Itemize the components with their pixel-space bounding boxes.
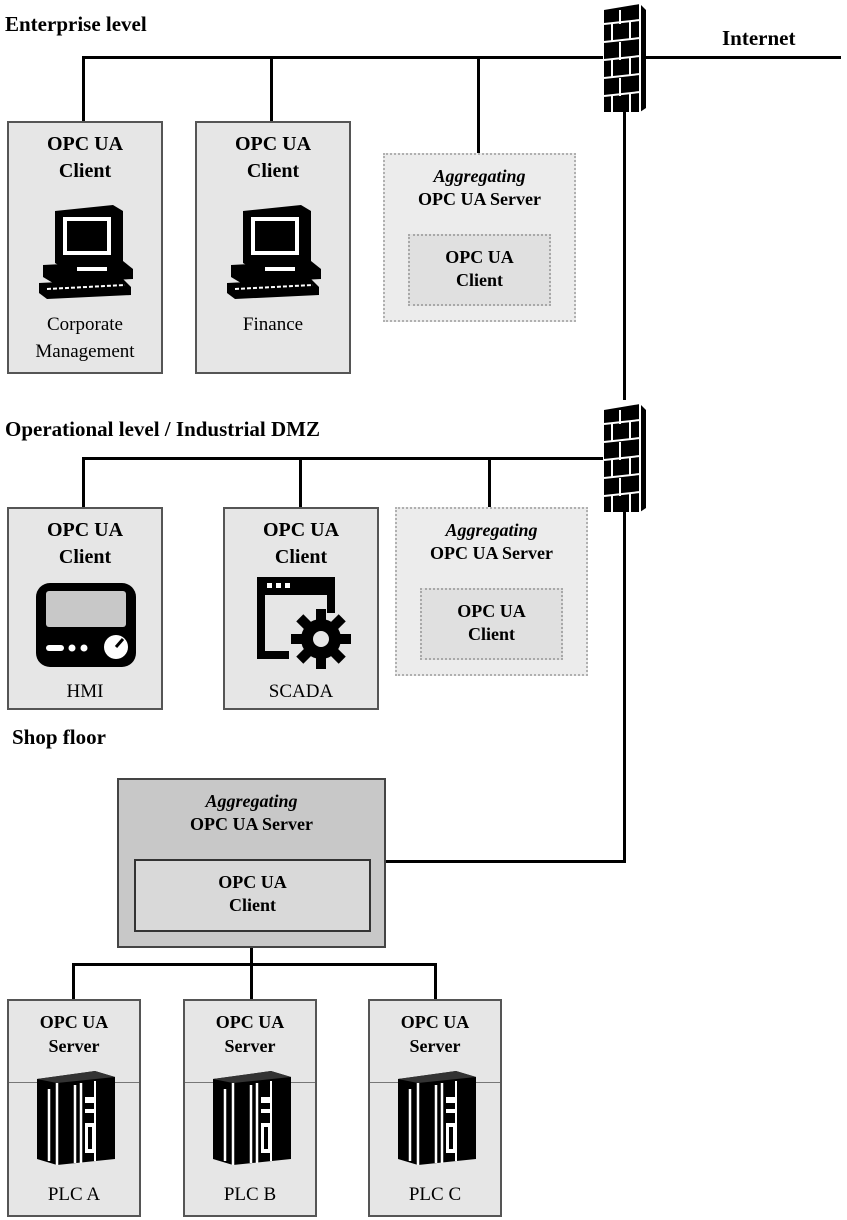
inner-client-title: Client	[456, 270, 503, 290]
desktop-computer-icon	[39, 205, 133, 299]
client-title: Client	[58, 546, 112, 568]
connector-line	[434, 963, 437, 1001]
opc-ua-client-finance[interactable]: OPC UA Client Finance	[195, 121, 351, 374]
client-title: OPC UA	[46, 133, 124, 155]
internet-label: Internet	[722, 26, 796, 50]
client-title: Client	[246, 160, 300, 182]
aggregator-title: OPC UA Server	[190, 814, 313, 834]
server-title: OPC UA	[215, 1012, 285, 1032]
operational-level-label: Operational level / Industrial DMZ	[5, 417, 320, 441]
enterprise-level-label: Enterprise level	[5, 12, 147, 36]
connector-line	[72, 963, 75, 1001]
connector-line	[250, 946, 253, 965]
server-title: OPC UA	[400, 1012, 470, 1032]
client-title: OPC UA	[46, 519, 124, 541]
client-label: Corporate	[47, 314, 123, 335]
client-title: OPC UA	[234, 133, 312, 155]
connector-line	[477, 56, 480, 154]
opc-ua-server-plc-a[interactable]: OPC UA Server PLC A	[7, 999, 141, 1217]
shop-floor-label: Shop floor	[12, 725, 106, 749]
client-label: SCADA	[268, 681, 334, 702]
aggregator-title: OPC UA Server	[418, 189, 541, 209]
connector-line	[299, 457, 302, 508]
aggregating-opc-ua-server-shop-floor[interactable]: Aggregating OPC UA Server OPC UA Client	[117, 778, 386, 948]
aggregator-italic-label: Aggregating	[205, 791, 298, 811]
connector-line	[270, 56, 273, 122]
firewall-link-line	[623, 110, 626, 400]
server-title: Server	[224, 1036, 276, 1056]
opc-ua-client-scada[interactable]: OPC UA Client SCADA	[223, 507, 379, 710]
enterprise-bus-line	[83, 56, 603, 59]
plc-rack-icon	[398, 1071, 476, 1165]
firewall-icon	[603, 404, 646, 512]
inner-opc-ua-client: OPC UA Client	[408, 234, 551, 306]
firewall-downlink-line	[623, 510, 626, 863]
inner-client-title: Client	[468, 624, 515, 644]
client-title: OPC UA	[262, 519, 340, 541]
opc-ua-server-plc-c[interactable]: OPC UA Server PLC C	[368, 999, 502, 1217]
internet-line	[646, 56, 841, 59]
client-label: Management	[35, 341, 135, 362]
server-title: OPC UA	[39, 1012, 109, 1032]
inner-client-title: Client	[229, 895, 276, 915]
connector-line	[488, 457, 491, 508]
plc-bus-line	[72, 963, 437, 966]
plc-label: PLC C	[408, 1184, 462, 1205]
inner-opc-ua-client: OPC UA Client	[420, 588, 563, 660]
server-title: Server	[48, 1036, 100, 1056]
inner-client-title: OPC UA	[218, 872, 287, 892]
plc-rack-icon	[37, 1071, 115, 1165]
plc-label: PLC A	[47, 1184, 101, 1205]
inner-client-title: OPC UA	[457, 601, 526, 621]
client-label: Finance	[242, 314, 304, 335]
inner-opc-ua-client: OPC UA Client	[134, 859, 371, 932]
server-title: Server	[409, 1036, 461, 1056]
opc-ua-server-plc-b[interactable]: OPC UA Server PLC B	[183, 999, 317, 1217]
scada-window-gear-icon	[257, 577, 351, 669]
opc-ua-client-hmi[interactable]: OPC UA Client HMI	[7, 507, 163, 710]
opc-ua-client-corporate-management[interactable]: OPC UA Client Corporate Management	[7, 121, 163, 374]
plc-label: PLC B	[223, 1184, 277, 1205]
aggregator-title: OPC UA Server	[430, 543, 553, 563]
plc-rack-icon	[213, 1071, 291, 1165]
aggregating-opc-ua-server-enterprise[interactable]: Aggregating OPC UA Server OPC UA Client	[383, 153, 576, 322]
firewall-icon	[603, 4, 646, 112]
inner-client-title: OPC UA	[445, 247, 514, 267]
operational-bus-line	[83, 457, 603, 460]
connector-line	[82, 56, 85, 122]
hmi-panel-icon	[36, 583, 136, 667]
shop-aggregator-link-line	[386, 860, 626, 863]
connector-line	[82, 457, 85, 508]
desktop-computer-icon	[227, 205, 321, 299]
connector-line	[250, 963, 253, 1001]
client-title: Client	[58, 160, 112, 182]
aggregator-italic-label: Aggregating	[433, 166, 526, 186]
aggregating-opc-ua-server-operational[interactable]: Aggregating OPC UA Server OPC UA Client	[395, 507, 588, 676]
client-label: HMI	[66, 681, 104, 702]
client-title: Client	[274, 546, 328, 568]
aggregator-italic-label: Aggregating	[445, 520, 538, 540]
